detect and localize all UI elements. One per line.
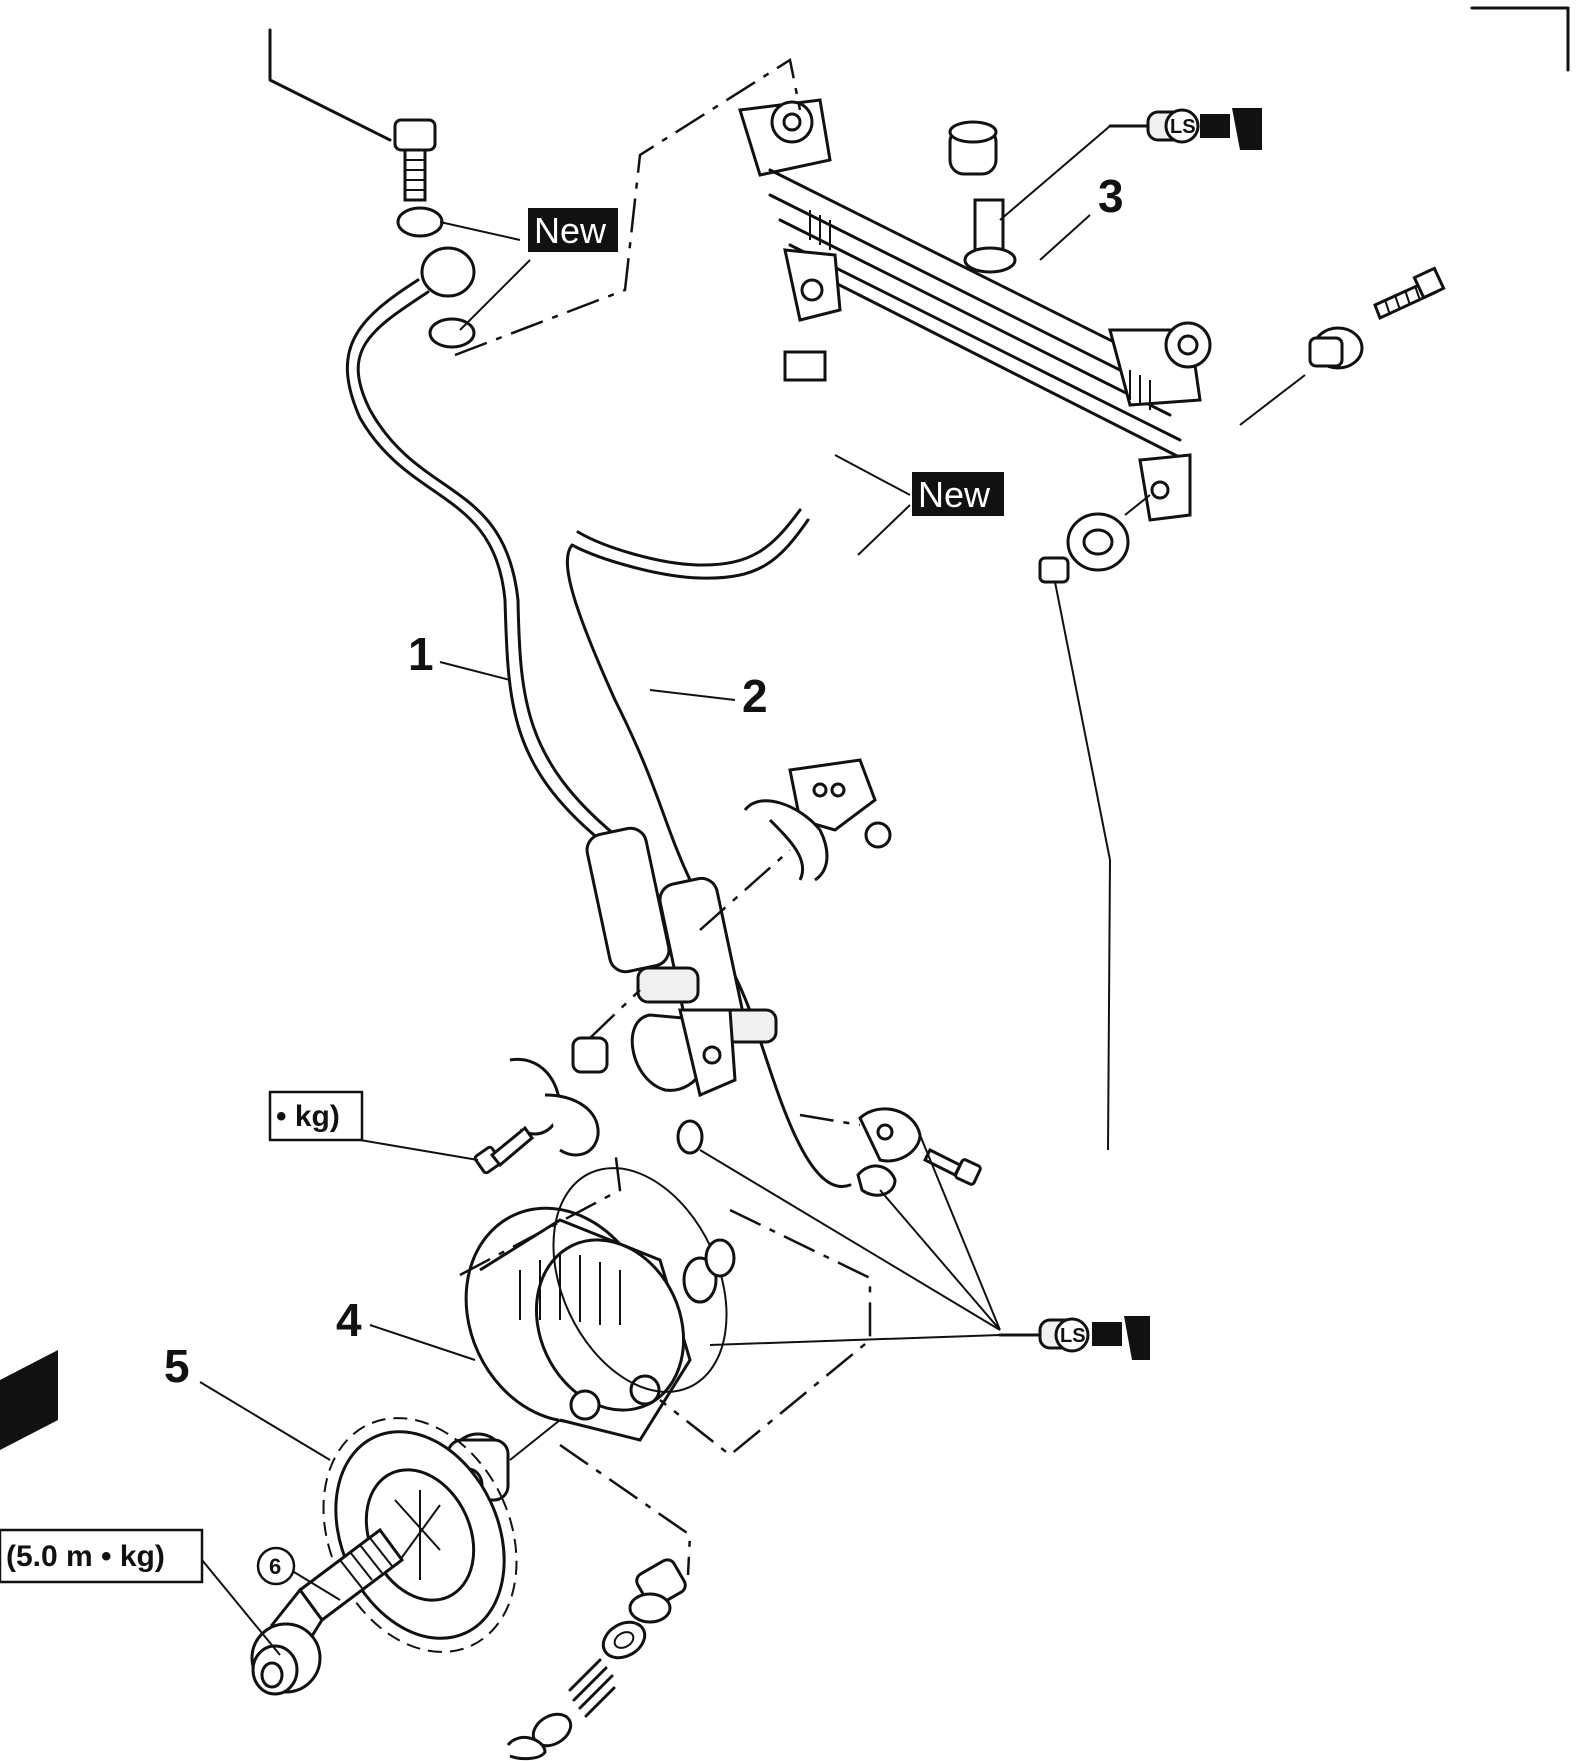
lubricant-symbol-top: LS bbox=[1108, 108, 1262, 150]
leader-2 bbox=[649, 689, 736, 701]
leader-torque-bottom bbox=[201, 1559, 281, 1656]
svg-text:6: 6 bbox=[269, 1554, 281, 1579]
leader-cooler-bolt bbox=[1239, 374, 1306, 426]
centrifugal-filter-disc bbox=[322, 1417, 518, 1653]
corner-bracket bbox=[1470, 6, 1570, 72]
dash-bracket-right bbox=[799, 1113, 861, 1127]
leader-1 bbox=[439, 661, 511, 681]
part-number-5: 5 bbox=[164, 1340, 190, 1392]
svg-text:(5.0 m • kg): (5.0 m • kg) bbox=[6, 1540, 165, 1573]
cooler-mount-bolt bbox=[1308, 266, 1446, 370]
svg-text:New: New bbox=[534, 210, 607, 251]
oil-pipe-2 bbox=[565, 518, 852, 1188]
svg-text:LS: LS bbox=[1060, 1325, 1086, 1347]
part-number-3: 3 bbox=[1098, 170, 1124, 222]
leader-washers-top bbox=[439, 221, 531, 331]
circlip bbox=[506, 1735, 547, 1761]
relief-spring bbox=[568, 1658, 616, 1718]
leader-5 bbox=[199, 1381, 331, 1461]
o-ring-small bbox=[676, 1119, 704, 1155]
middle-banjo-bolt bbox=[783, 350, 827, 382]
svg-text:LS: LS bbox=[1170, 116, 1196, 138]
dash-small-parts bbox=[559, 1443, 692, 1576]
pipe-clamp-upper bbox=[743, 758, 892, 882]
bracket-bolt-right bbox=[922, 1147, 982, 1186]
leader-grommet bbox=[1124, 494, 1151, 516]
pipe-clamp-lower bbox=[630, 1008, 737, 1098]
pipe-end-bracket bbox=[856, 1107, 922, 1197]
dash-bracket-top bbox=[454, 57, 802, 357]
leader-6 bbox=[293, 1571, 341, 1601]
torque-spec-left: • kg) bbox=[268, 1090, 364, 1142]
clamp-bolt-left bbox=[473, 1125, 535, 1175]
part-number-1: 1 bbox=[408, 628, 434, 680]
left-bracket-top bbox=[268, 28, 392, 142]
oil-pipe-1 bbox=[356, 290, 617, 852]
dash-box-housing bbox=[459, 1149, 872, 1457]
oil-cooler bbox=[738, 98, 1212, 522]
new-tag-middle: New bbox=[912, 472, 1004, 516]
leader-lubricant-top bbox=[999, 125, 1111, 221]
filter-housing bbox=[464, 1206, 692, 1442]
lubricant-symbol-bottom: LS bbox=[998, 1316, 1150, 1360]
svg-text:New: New bbox=[918, 474, 991, 515]
page-tab-marker bbox=[0, 1350, 58, 1450]
leader-washers-middle bbox=[834, 454, 911, 556]
hose-sleeves bbox=[585, 826, 778, 1044]
rubber-grommet-mid bbox=[571, 1036, 609, 1074]
part-number-4: 4 bbox=[336, 1294, 362, 1346]
top-banjo-bolt bbox=[393, 118, 476, 349]
leader-nut bbox=[1054, 581, 1112, 1151]
nut-housing bbox=[704, 1238, 736, 1278]
dash-clamp-upper bbox=[699, 849, 791, 931]
part-number-2: 2 bbox=[742, 670, 768, 722]
pipe-clamp-left bbox=[509, 1057, 600, 1157]
cooler-grommet bbox=[1038, 512, 1130, 584]
relief-plug bbox=[628, 1558, 687, 1624]
leader-3 bbox=[1039, 214, 1091, 261]
leader-grommet-lower bbox=[509, 1419, 561, 1461]
new-tag-top: New bbox=[528, 208, 618, 252]
relief-washer bbox=[601, 1620, 647, 1660]
leader-4 bbox=[369, 1324, 476, 1361]
leader-clamp-bolt bbox=[359, 1139, 479, 1161]
leader-grommet-mid bbox=[589, 989, 641, 1039]
leaders-lubricant-bottom bbox=[699, 1134, 1001, 1346]
svg-text:• kg): • kg) bbox=[276, 1100, 340, 1133]
torque-spec-bottom: (5.0 m • kg) bbox=[0, 1528, 204, 1584]
part-number-6-circle: 6 bbox=[256, 1546, 296, 1586]
